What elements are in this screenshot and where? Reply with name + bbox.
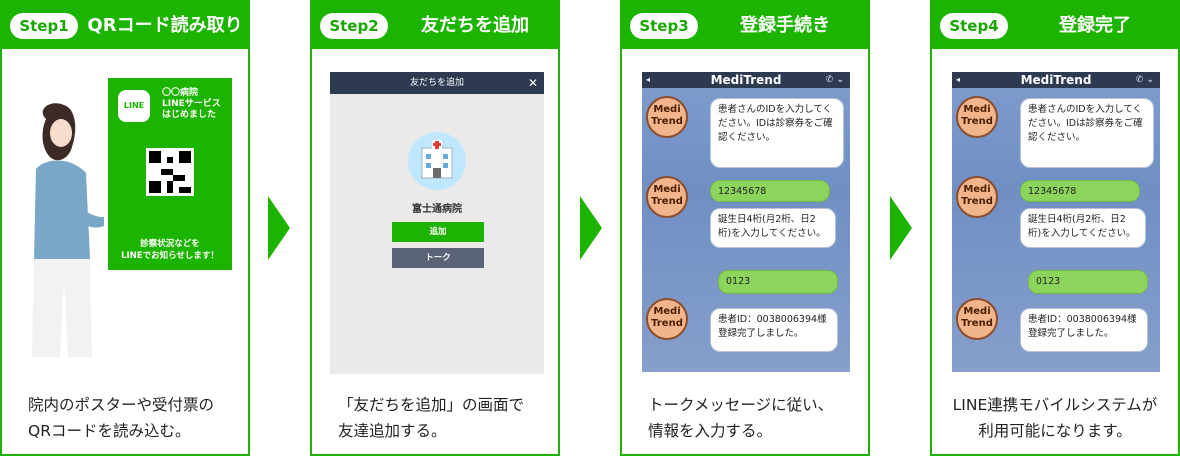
chat-reply: 12345678 — [1020, 180, 1140, 202]
chat-message: 患者ID：0038006394様 登録完了しました。 — [710, 308, 838, 352]
arrow-right-icon — [580, 196, 602, 260]
talk-button[interactable]: トーク — [392, 248, 484, 268]
step-3-title: 登録手続き — [740, 15, 830, 36]
step-4-pill: Step4 — [940, 13, 1008, 39]
arrow-right-icon — [890, 196, 912, 260]
add-friend-screen: 友だちを追加 ✕ 富士通病院 追加 トーク — [330, 72, 544, 374]
step-2-title: 友だちを追加 — [421, 15, 529, 36]
step-1-description: 院内のポスターや受付票の QRコードを読み込む。 — [28, 396, 215, 440]
avatar: Medi Trend — [646, 176, 688, 218]
step-4-description: LINE連携モバイルシステムが 利用可能になります。 — [952, 396, 1158, 440]
step-1-title: QRコード読み取り — [87, 15, 243, 36]
chat-message: 患者さんのIDを入力してください。IDは診察券をご確認ください。 — [1020, 98, 1154, 168]
chevron-down-icon[interactable]: ⌄ — [836, 75, 844, 85]
hospital-icon — [408, 132, 466, 190]
back-icon[interactable]: ◂ — [646, 75, 651, 84]
chat-message: 誕生日4桁(月2桁、日2桁)を入力してください。 — [710, 208, 836, 248]
chat-reply: 0123 — [1028, 270, 1148, 294]
woman-illustration — [32, 103, 104, 357]
qr-code-icon — [146, 148, 194, 196]
hospital-name: 富士通病院 — [412, 204, 462, 215]
step-3-description: トークメッセージに従い、 情報を入力する。 — [648, 396, 834, 440]
line-poster: LINE 〇〇病院 LINEサービス はじめました 診察状況などを LINEでお… — [108, 78, 232, 270]
avatar: Medi Trend — [956, 298, 998, 340]
step-2-panel: Step2 友だちを追加 友だちを追加 ✕ 富士通病院 追加 トーク 「友だち — [310, 0, 560, 456]
avatar: Medi Trend — [956, 176, 998, 218]
chat-message: 患者さんのIDを入力してください。IDは診察券をご確認ください。 — [710, 98, 844, 168]
avatar: Medi Trend — [646, 298, 688, 340]
close-icon[interactable]: ✕ — [527, 76, 538, 90]
step-4-title: 登録完了 — [1059, 15, 1131, 36]
poster-heading: 〇〇病院 LINEサービス はじめました — [162, 88, 221, 120]
line-logo-icon: LINE — [118, 90, 150, 122]
chat-screen: ◂ MediTrend ✆ ⌄ Medi Trend 患者さんのIDを入力してく… — [952, 72, 1160, 372]
step-1-pill: Step1 — [10, 13, 78, 39]
step-3-pill: Step3 — [630, 13, 698, 39]
phone-icon[interactable]: ✆ — [825, 75, 834, 85]
step-2-description: 「友だちを追加」の画面で 友達追加する。 — [338, 396, 525, 440]
step-4-header: Step4 登録完了 — [932, 2, 1178, 49]
step-2-pill: Step2 — [320, 13, 388, 39]
step-3-panel: Step3 登録手続き ◂ MediTrend ✆ ⌄ Medi Trend 患… — [620, 0, 870, 456]
back-icon[interactable]: ◂ — [956, 75, 961, 84]
arrow-right-icon — [268, 196, 290, 260]
chat-message: 患者ID：0038006394様 登録完了しました。 — [1020, 308, 1148, 352]
poster-footer: 診察状況などを LINEでお知らせします！ — [121, 239, 219, 261]
chat-topbar: ◂ MediTrend ✆ ⌄ — [952, 72, 1160, 88]
chat-message: 誕生日4桁(月2桁、日2桁)を入力してください。 — [1020, 208, 1146, 248]
step-2-header: Step2 友だちを追加 — [312, 2, 558, 49]
chat-reply: 0123 — [718, 270, 838, 294]
avatar: Medi Trend — [956, 96, 998, 138]
avatar: Medi Trend — [646, 96, 688, 138]
phone-icon[interactable]: ✆ — [1135, 75, 1144, 85]
step-1-header: Step1 QRコード読み取り — [2, 2, 248, 49]
add-friend-topbar: 友だちを追加 ✕ — [330, 72, 544, 94]
step-1-panel: Step1 QRコード読み取り LINE 〇〇病院 LINEサービス はじめまし… — [0, 0, 250, 456]
add-friend-button[interactable]: 追加 — [392, 222, 484, 242]
chat-screen: ◂ MediTrend ✆ ⌄ Medi Trend 患者さんのIDを入力してく… — [642, 72, 850, 372]
step-3-header: Step3 登録手続き — [622, 2, 868, 49]
step-4-panel: Step4 登録完了 ◂ MediTrend ✆ ⌄ Medi Trend 患者… — [930, 0, 1180, 456]
chevron-down-icon[interactable]: ⌄ — [1146, 75, 1154, 85]
chat-reply: 12345678 — [710, 180, 830, 202]
chat-topbar: ◂ MediTrend ✆ ⌄ — [642, 72, 850, 88]
